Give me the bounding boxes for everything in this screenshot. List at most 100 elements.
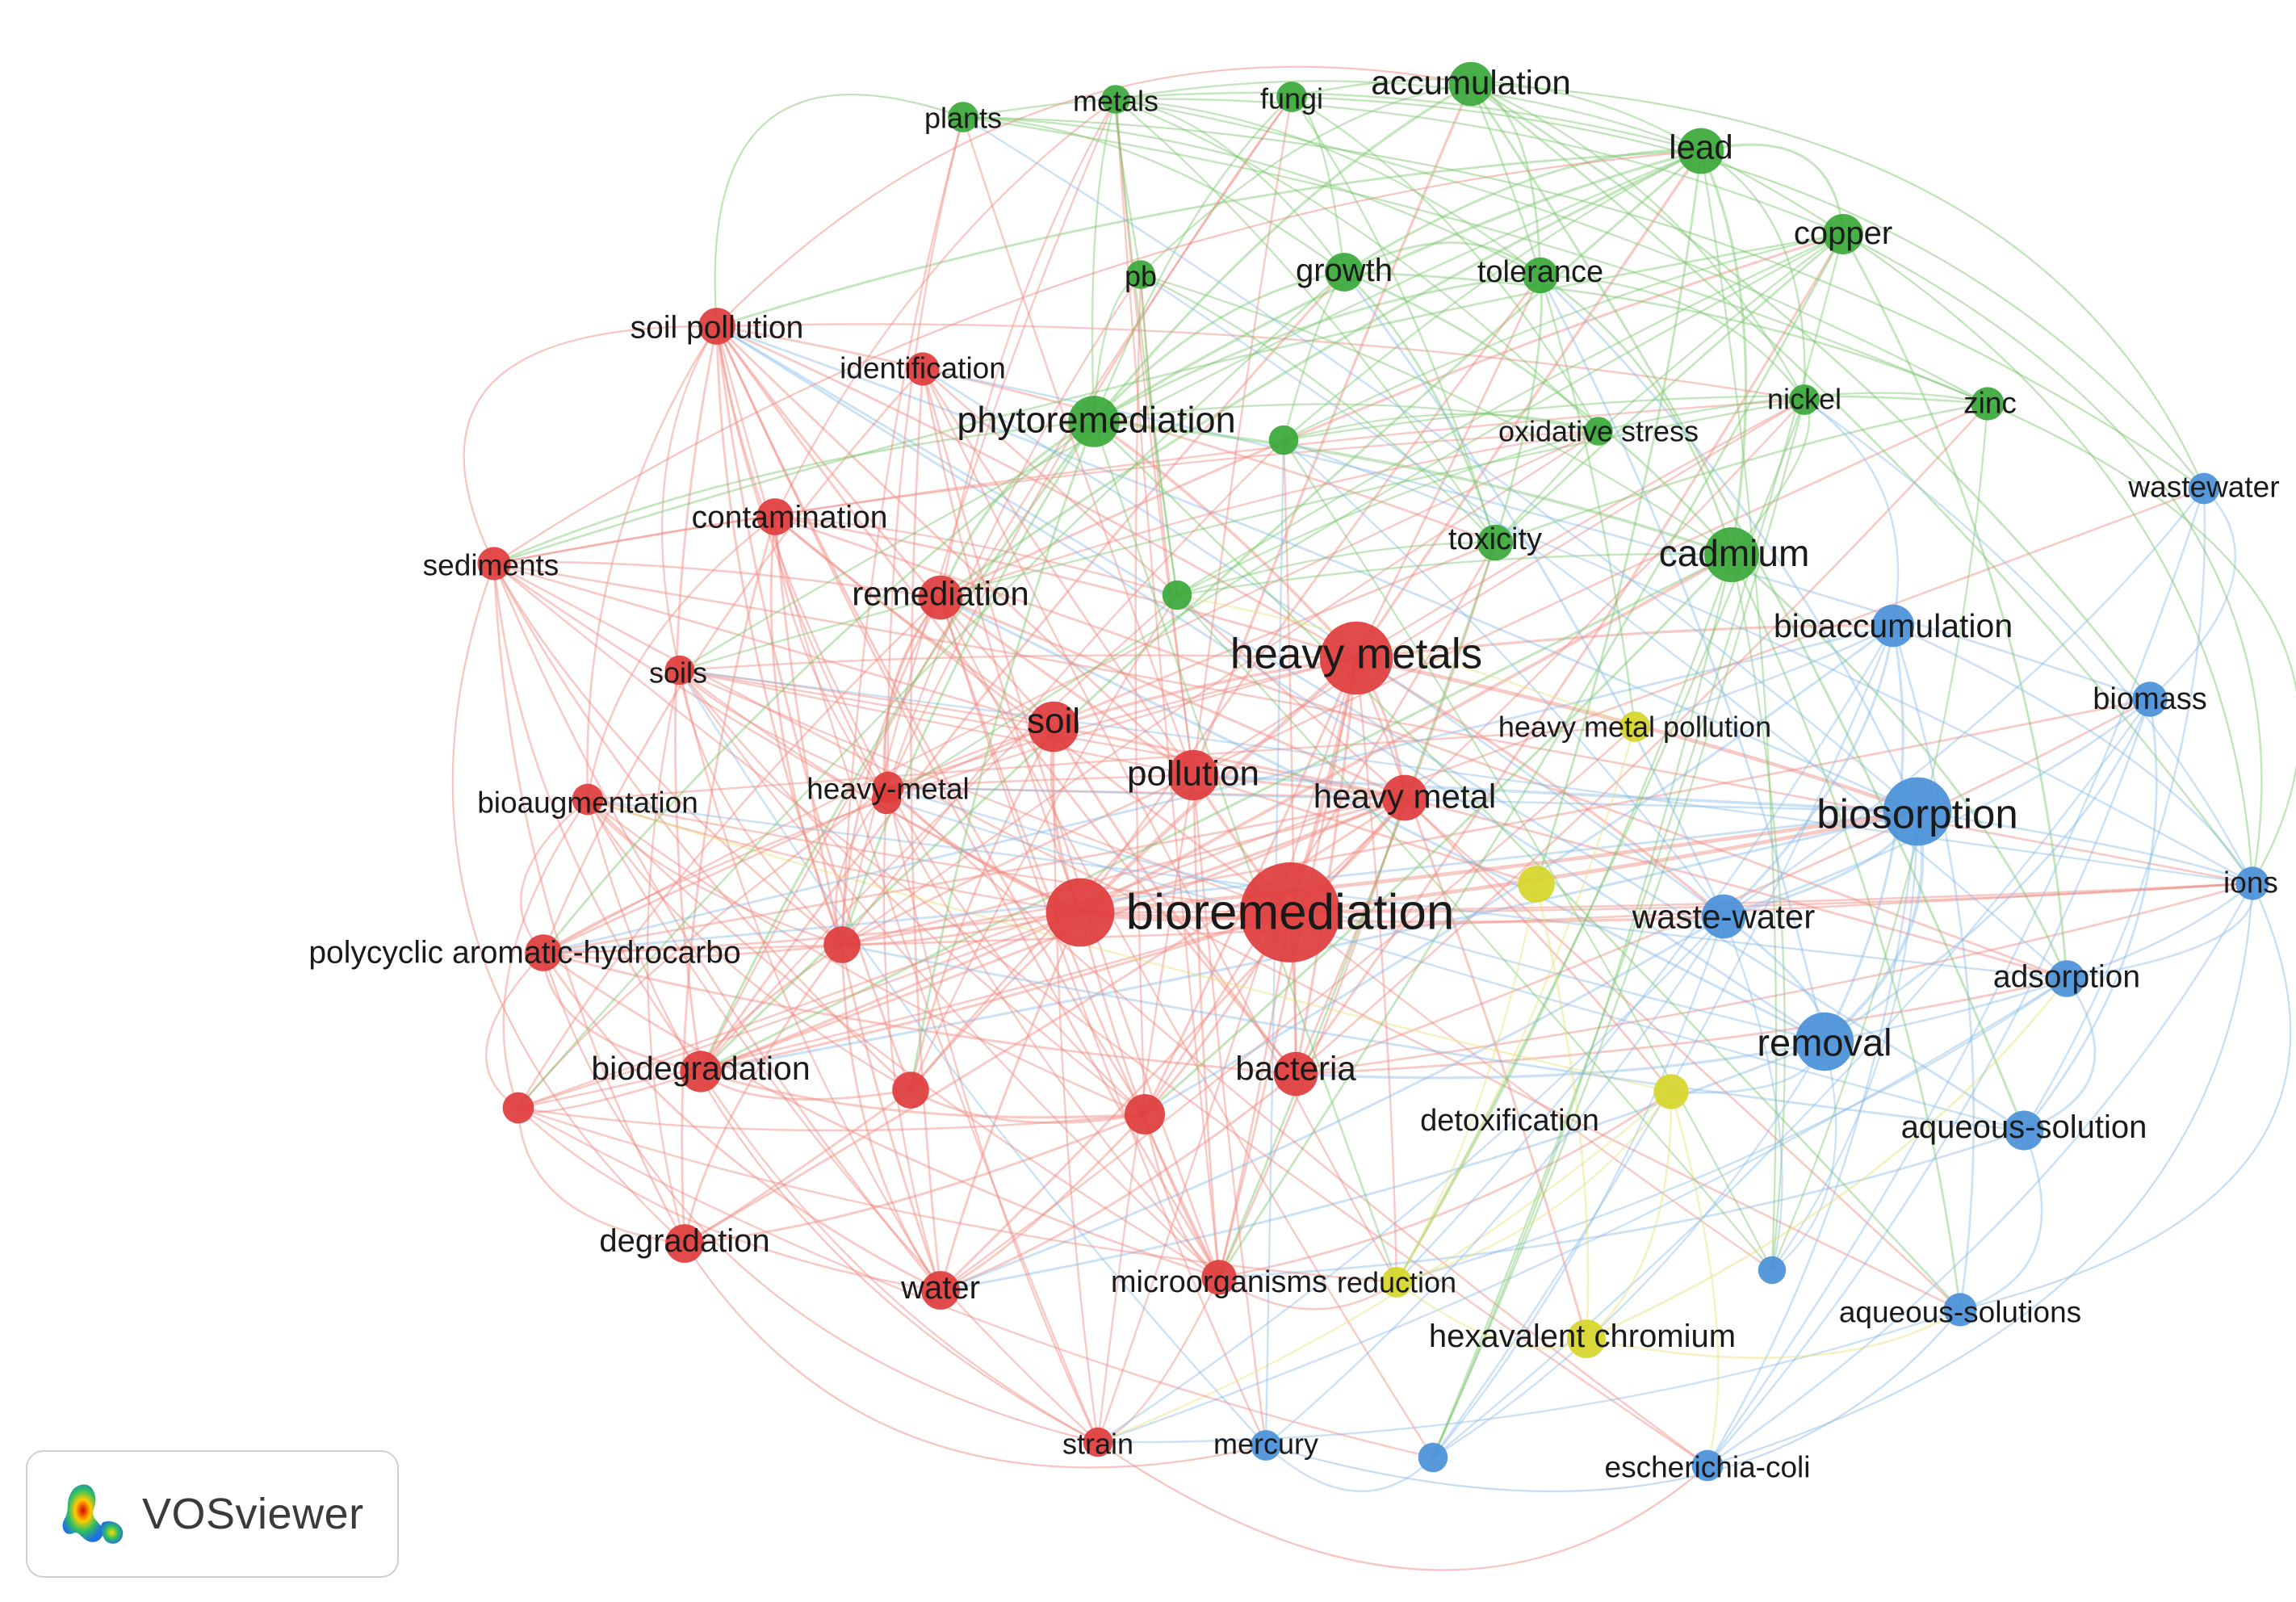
network-link <box>1432 916 1725 1458</box>
network-link <box>1670 1091 1720 1466</box>
node-b-unl-1[interactable] <box>1418 1442 1448 1473</box>
node-removal[interactable] <box>1795 1012 1854 1071</box>
network-link <box>1282 439 1297 1075</box>
network-link <box>1355 656 1918 814</box>
network-link <box>1134 274 1146 1115</box>
network-link <box>1093 149 1702 423</box>
label-biomass: biomass <box>2093 682 2207 716</box>
label-copper: copper <box>1794 216 1892 251</box>
node-b-unl-2[interactable] <box>1758 1256 1787 1285</box>
network-link <box>684 1113 1146 1245</box>
node-ions[interactable] <box>2235 866 2269 900</box>
node-strain[interactable] <box>1083 1427 1113 1457</box>
network-link <box>1291 95 2205 489</box>
network-link <box>716 325 1194 777</box>
node-growth[interactable] <box>1325 253 1364 291</box>
node-tolerance[interactable] <box>1522 257 1559 294</box>
node-fungi[interactable] <box>1276 82 1307 112</box>
network-link <box>586 799 1099 1443</box>
network-link <box>542 420 1095 954</box>
node-wastewater[interactable] <box>2188 472 2220 505</box>
node-heavy-metals[interactable] <box>1319 621 1393 695</box>
node-remediation[interactable] <box>918 575 963 620</box>
node-r-unl-3[interactable] <box>892 1071 929 1109</box>
node-heavy-metal[interactable] <box>1381 774 1428 821</box>
node-escherichia-coli[interactable] <box>1691 1449 1724 1482</box>
node-r-unl-2[interactable] <box>823 926 861 963</box>
node-soil[interactable] <box>1028 701 1079 753</box>
network-link <box>1192 96 1293 776</box>
node-reduction[interactable] <box>1381 1267 1412 1298</box>
node-sediments[interactable] <box>477 547 511 581</box>
node-cadmium[interactable] <box>1704 527 1759 582</box>
node-nickel[interactable] <box>1789 384 1820 415</box>
node-bioremediation[interactable] <box>1240 862 1340 962</box>
node-pb[interactable] <box>1126 260 1155 289</box>
node-aqueous-solution[interactable] <box>2004 1110 2044 1151</box>
network-link <box>1706 811 1919 1466</box>
node-degradation[interactable] <box>665 1224 704 1263</box>
node-copper[interactable] <box>1823 214 1863 254</box>
network-link <box>1540 274 1733 556</box>
node-biosorption[interactable] <box>1883 777 1952 846</box>
node-biodegradation[interactable] <box>680 1051 722 1092</box>
node-heavy-metal-pollution[interactable] <box>1619 711 1650 742</box>
network-link <box>1355 657 1398 1283</box>
node-r-unl-5[interactable] <box>502 1092 534 1124</box>
node-soil-pollution[interactable] <box>698 308 735 345</box>
node-aqueous-solutions[interactable] <box>1943 1293 1977 1327</box>
network-link <box>1404 797 1673 1092</box>
node-microorganisms[interactable] <box>1201 1260 1237 1295</box>
network-link <box>699 421 1096 1072</box>
node-accumulation[interactable] <box>1448 61 1494 107</box>
node-detoxification[interactable] <box>1653 1074 1689 1109</box>
node-pollution[interactable] <box>1167 749 1219 801</box>
network-link <box>493 430 1599 565</box>
node-identification[interactable] <box>906 352 940 386</box>
network-link <box>962 115 1345 273</box>
node-water[interactable] <box>921 1271 960 1310</box>
node-r-unl-6[interactable] <box>871 784 902 815</box>
node-soils[interactable] <box>664 655 695 686</box>
label-contamination: contamination <box>692 501 888 535</box>
node-polycyclic-aromatic-hydrocarbo[interactable] <box>525 934 562 971</box>
node-contamination[interactable] <box>756 498 794 535</box>
label-heavy-metal: heavy-metal <box>807 773 970 806</box>
node-bioaccumulation[interactable] <box>1871 604 1915 648</box>
network-link <box>1265 1309 1961 1492</box>
node-g-unl-2[interactable] <box>1162 580 1192 610</box>
node-g-unl-1[interactable] <box>1268 425 1299 455</box>
node-biomass[interactable] <box>2132 681 2168 717</box>
node-phytoremediation[interactable] <box>1068 396 1120 447</box>
node-r-unl-1[interactable] <box>1045 878 1115 947</box>
node-y-unl-1[interactable] <box>1518 866 1555 903</box>
network-link <box>886 116 965 788</box>
network-link <box>543 951 1220 1279</box>
label-accumulation: accumulation <box>1371 64 1570 102</box>
node-bioaugmentation[interactable] <box>572 783 604 816</box>
node-lead[interactable] <box>1678 128 1724 174</box>
network-link <box>1355 657 1588 1340</box>
node-bacteria[interactable] <box>1273 1051 1318 1097</box>
network-link <box>1052 726 1297 1076</box>
network-link <box>1079 275 1542 913</box>
node-toxicity[interactable] <box>1477 524 1514 561</box>
network-link <box>492 563 843 946</box>
node-adsorption[interactable] <box>2048 960 2085 997</box>
node-oxidative-stress[interactable] <box>1584 417 1613 446</box>
node-metals[interactable] <box>1101 85 1130 114</box>
network-link <box>679 149 1702 672</box>
node-hexavalent-chromium[interactable] <box>1567 1319 1606 1358</box>
node-r-unl-4[interactable] <box>1125 1094 1165 1134</box>
network-link <box>674 325 719 1072</box>
network-link <box>1115 80 1702 153</box>
network-nodes[interactable] <box>477 61 2269 1482</box>
node-plants[interactable] <box>948 102 978 132</box>
network-link <box>1143 553 1733 1116</box>
node-mercury[interactable] <box>1251 1430 1281 1461</box>
node-zinc[interactable] <box>1971 387 2005 421</box>
network-link <box>517 1107 685 1245</box>
node-waste-water[interactable] <box>1701 894 1746 939</box>
